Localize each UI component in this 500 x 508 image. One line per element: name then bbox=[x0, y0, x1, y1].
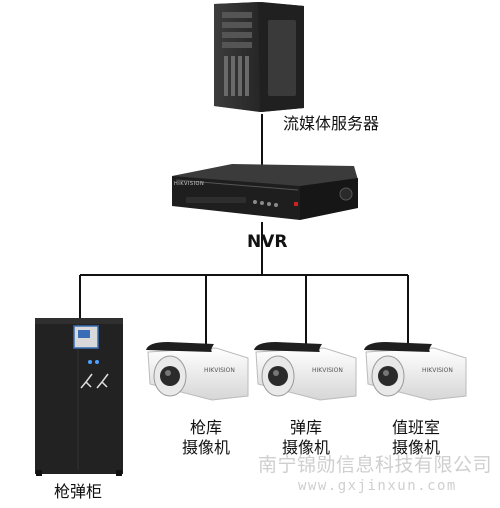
camera-2-label-line2: 摄像机 bbox=[281, 438, 330, 457]
camera-1-brand: HIKVISION bbox=[204, 367, 235, 374]
nvr-brand: HIKVISION bbox=[174, 181, 205, 187]
camera-2-brand: HIKVISION bbox=[312, 367, 343, 374]
cabinet-label: 枪弹柜 bbox=[54, 482, 103, 501]
camera-1-label: 枪库 摄像机 bbox=[166, 418, 246, 458]
camera-3-label: 值班室 摄像机 bbox=[376, 418, 456, 458]
watermark-url: www.gxjinxun.com bbox=[298, 478, 457, 494]
camera-3-label-line2: 摄像机 bbox=[391, 438, 440, 457]
camera-2-label: 弹库 摄像机 bbox=[266, 418, 346, 458]
camera-1-graphic bbox=[146, 342, 249, 401]
camera-3-label-line1: 值班室 bbox=[391, 418, 440, 437]
camera-3-brand: HIKVISION bbox=[422, 367, 453, 374]
watermark-company: 南宁锦勋信息科技有限公司 bbox=[258, 454, 493, 476]
nvr-label: NVR bbox=[247, 232, 288, 252]
server-label: 流媒体服务器 bbox=[283, 114, 380, 133]
camera-2-graphic bbox=[254, 342, 357, 401]
camera-3-graphic bbox=[364, 342, 467, 401]
camera-2-label-line1: 弹库 bbox=[289, 418, 322, 437]
camera-1-label-line1: 枪库 bbox=[189, 418, 222, 437]
camera-1-label-line2: 摄像机 bbox=[181, 438, 230, 457]
